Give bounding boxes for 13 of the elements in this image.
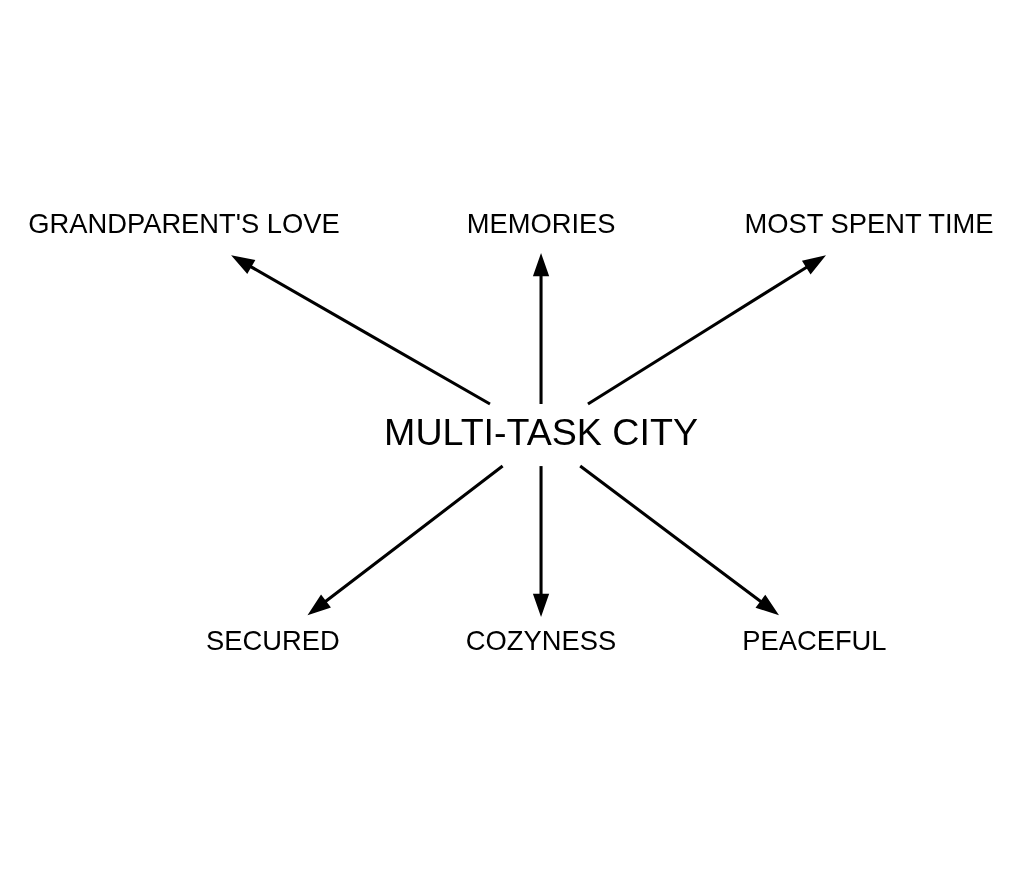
node-text: MEMORIES [466, 208, 616, 240]
node-text: MULTI-TASK CITY [384, 410, 698, 453]
arrow [307, 464, 504, 616]
node-text: PEACEFUL [742, 624, 887, 656]
arrow [231, 255, 491, 406]
arrow [579, 464, 779, 616]
node-text: SECURED [206, 624, 340, 656]
node-text: GRANDPARENT'S LOVE [28, 208, 340, 240]
node-text: COZYNESS [465, 624, 617, 656]
arrow [532, 253, 550, 404]
node-text: MOST SPENT TIME [744, 208, 994, 240]
arrow [532, 466, 550, 618]
arrow [587, 255, 826, 406]
